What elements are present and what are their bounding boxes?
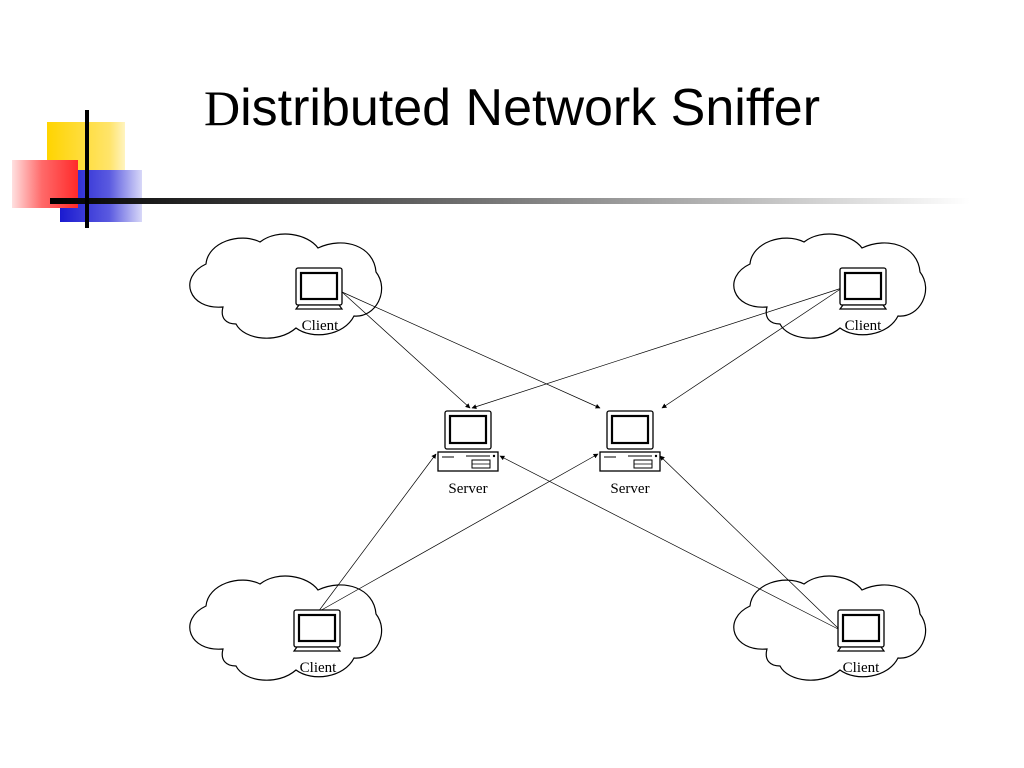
slide-title-initial: D [203, 80, 241, 136]
computer-icon [838, 266, 888, 311]
network-cloud-bottom-left [189, 575, 383, 681]
client-label: Client [300, 660, 337, 676]
slide-decoration [12, 110, 970, 228]
deco-rule [50, 198, 970, 204]
connection-line [661, 287, 843, 409]
client-label: Client [845, 318, 882, 334]
connection-line [317, 453, 599, 613]
server-label: Server [610, 481, 649, 497]
server-icon [598, 409, 662, 473]
server-node-left: Server [436, 409, 500, 497]
network-cloud-bottom-right [733, 575, 927, 681]
slide-title: Distributed Network Sniffer [0, 78, 1024, 138]
client-label: Client [843, 660, 880, 676]
computer-icon [292, 608, 342, 653]
computer-icon [836, 608, 886, 653]
server-label: Server [448, 481, 487, 497]
server-icon [436, 409, 500, 473]
connection-line [499, 455, 841, 631]
network-cloud-top-right [733, 233, 927, 339]
client-node-top-left: Client [294, 266, 344, 334]
client-node-bottom-right: Client [836, 608, 886, 676]
network-cloud-top-left [189, 233, 383, 339]
computer-icon [294, 266, 344, 311]
slide-title-rest: istributed Network Sniffer [240, 79, 821, 137]
connection-line [341, 291, 601, 409]
client-label: Client [302, 318, 339, 334]
connection-line [659, 455, 841, 631]
connection-line [471, 287, 843, 409]
client-node-top-right: Client [838, 266, 888, 334]
connection-lines [317, 287, 843, 631]
client-node-bottom-left: Client [292, 608, 342, 676]
server-node-right: Server [598, 409, 662, 497]
connection-line [317, 453, 437, 613]
connection-line [341, 291, 471, 409]
deco-vertical-bar [85, 110, 89, 228]
